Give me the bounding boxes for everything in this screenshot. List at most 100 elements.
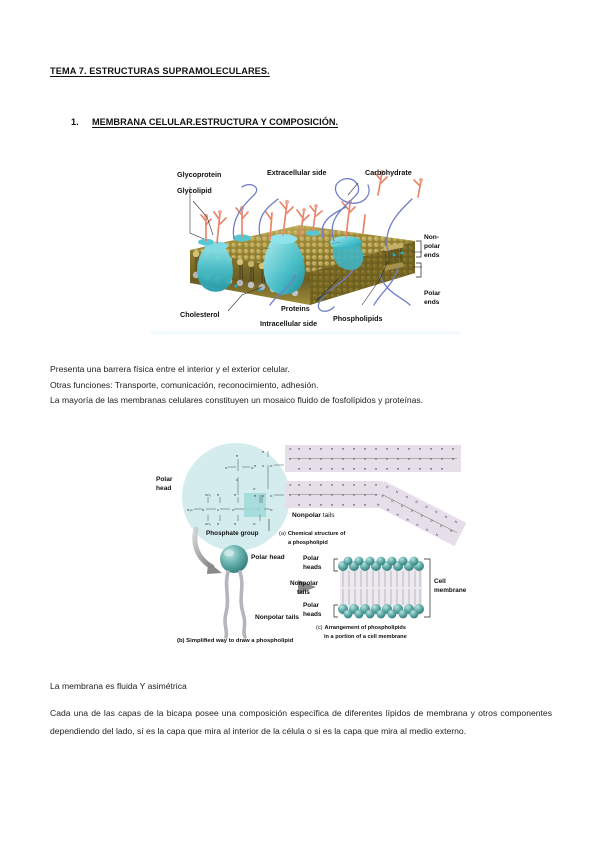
svg-text:C: C bbox=[386, 457, 389, 461]
svg-text:C: C bbox=[375, 457, 378, 461]
svg-text:C: C bbox=[375, 493, 378, 497]
label-nonpolar-ends: ends bbox=[424, 252, 440, 259]
membrane-right-edge bbox=[383, 242, 404, 271]
svg-text:H: H bbox=[331, 447, 333, 451]
svg-text:H: H bbox=[353, 447, 355, 451]
svg-text:H: H bbox=[435, 533, 439, 538]
svg-text:H: H bbox=[234, 522, 236, 526]
label-bilayer-polar-heads-bottom: heads bbox=[303, 611, 322, 618]
svg-text:H: H bbox=[434, 510, 438, 515]
svg-text:H: H bbox=[386, 508, 390, 513]
svg-text:H: H bbox=[364, 483, 366, 487]
label-proteins: Proteins bbox=[281, 304, 310, 313]
svg-text:C: C bbox=[420, 514, 424, 519]
svg-text:H: H bbox=[320, 483, 322, 487]
svg-text:H: H bbox=[408, 447, 410, 451]
svg-text:H: H bbox=[353, 503, 355, 507]
bilayer-brackets bbox=[333, 558, 431, 618]
svg-text:H: H bbox=[454, 520, 458, 525]
svg-text:N: N bbox=[202, 508, 204, 512]
polar-ends-bracket bbox=[416, 262, 422, 278]
svg-text:H: H bbox=[320, 447, 322, 451]
svg-text:H: H bbox=[342, 503, 344, 507]
svg-text:O: O bbox=[289, 483, 292, 487]
svg-text:H: H bbox=[419, 447, 421, 451]
phosphate-highlight bbox=[244, 493, 266, 517]
label-nonpolar-tails-single: Nonpolar tails bbox=[255, 614, 299, 621]
svg-text:O: O bbox=[253, 487, 256, 491]
label-polar-ends: ends bbox=[424, 299, 440, 306]
svg-text:H: H bbox=[331, 467, 333, 471]
svg-text:H: H bbox=[396, 513, 400, 518]
svg-text:H: H bbox=[419, 467, 421, 471]
svg-text:H: H bbox=[415, 523, 419, 528]
membrane-protein bbox=[233, 234, 251, 242]
svg-text:H: H bbox=[406, 518, 410, 523]
svg-text:H: H bbox=[425, 528, 429, 533]
svg-text:O: O bbox=[251, 466, 254, 470]
svg-text:H: H bbox=[386, 447, 388, 451]
svg-text:H: H bbox=[405, 495, 409, 500]
membrane-protein bbox=[306, 230, 320, 236]
caption-a-line2: a phospholipid bbox=[288, 540, 328, 546]
svg-text:H: H bbox=[430, 467, 432, 471]
svg-text:C: C bbox=[353, 493, 356, 497]
svg-text:H: H bbox=[376, 503, 380, 508]
svg-text:C: C bbox=[320, 457, 323, 461]
label-intracellular-side: Intracellular side bbox=[260, 319, 317, 328]
label-phosphate-group: Phosphate group bbox=[206, 530, 259, 537]
svg-text:H: H bbox=[320, 503, 322, 507]
caption-a-line1: (a)Chemical structure of bbox=[279, 531, 345, 537]
svg-text:H: H bbox=[236, 454, 238, 458]
svg-text:C: C bbox=[232, 508, 235, 512]
label-carbohydrate: Carbohydrate bbox=[365, 168, 412, 177]
svg-text:C: C bbox=[342, 493, 345, 497]
glycoprotein-chain bbox=[232, 178, 413, 312]
svg-text:H: H bbox=[375, 467, 377, 471]
bilayer-heads-bottom bbox=[338, 604, 424, 619]
svg-text:H: H bbox=[375, 483, 377, 487]
svg-text:C: C bbox=[289, 457, 292, 461]
svg-text:H: H bbox=[309, 483, 311, 487]
svg-text:H: H bbox=[309, 447, 311, 451]
svg-text:H: H bbox=[254, 464, 256, 468]
svg-text:H: H bbox=[408, 467, 410, 471]
svg-text:H: H bbox=[386, 467, 388, 471]
paragraph-line: Presenta una barrera física entre el int… bbox=[50, 364, 290, 374]
label-cell-membrane: membrane bbox=[434, 587, 467, 594]
nonpolar-ends-bracket bbox=[416, 240, 422, 258]
svg-text:C: C bbox=[364, 493, 367, 497]
svg-text:C: C bbox=[408, 457, 411, 461]
svg-text:C: C bbox=[410, 509, 414, 514]
label-polar-head-single: Polar head bbox=[251, 554, 285, 561]
svg-text:H: H bbox=[234, 493, 236, 497]
svg-text:H: H bbox=[298, 447, 300, 451]
svg-text:C: C bbox=[381, 494, 385, 499]
svg-text:H: H bbox=[217, 522, 219, 526]
svg-text:H: H bbox=[452, 457, 454, 461]
label-polar-ends: Polar bbox=[424, 290, 441, 297]
svg-text:C: C bbox=[289, 493, 292, 497]
svg-text:H: H bbox=[262, 450, 264, 454]
magnifier-circle bbox=[182, 443, 290, 551]
svg-text:CH₃: CH₃ bbox=[205, 493, 211, 497]
svg-text:H: H bbox=[424, 505, 428, 510]
svg-text:O: O bbox=[289, 447, 292, 451]
label-polar-head: head bbox=[156, 485, 171, 492]
svg-text:H: H bbox=[331, 483, 333, 487]
svg-text:H: H bbox=[331, 503, 333, 507]
svg-text:H: H bbox=[298, 467, 300, 471]
svg-text:H: H bbox=[342, 467, 344, 471]
svg-text:H: H bbox=[254, 494, 256, 498]
svg-text:H: H bbox=[309, 503, 311, 507]
svg-text:H: H bbox=[452, 447, 454, 451]
paragraph-line: Otras funciones: Transporte, comunicació… bbox=[50, 379, 319, 390]
membrane-protein bbox=[263, 234, 305, 295]
label-nonpolar-ends: Non- bbox=[424, 234, 439, 241]
svg-text:H: H bbox=[385, 485, 389, 490]
svg-text:C: C bbox=[397, 457, 400, 461]
label-cell-membrane: Cell bbox=[434, 578, 446, 585]
